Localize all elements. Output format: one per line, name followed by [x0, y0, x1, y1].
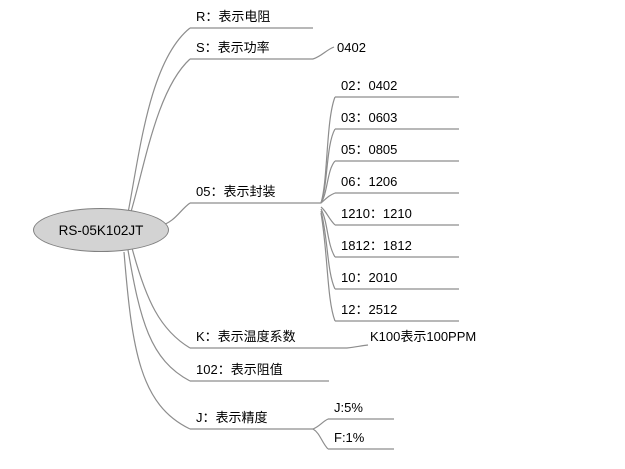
branch-label-power[interactable]: S：表示功率 [196, 40, 270, 55]
root-node-label: RS-05K102JT [58, 222, 144, 238]
child-label-package-06[interactable]: 06：1206 [341, 174, 398, 189]
child-label-package-02[interactable]: 02：0402 [341, 78, 398, 93]
child-label-package-1812[interactable]: 1812：1812 [341, 238, 412, 253]
branch-label-package[interactable]: 05：表示封装 [196, 184, 276, 199]
child-label-package-05[interactable]: 05：0805 [341, 142, 398, 157]
child-label-tolerance-f[interactable]: F:1% [334, 430, 365, 445]
child-label-power-0402[interactable]: 0402 [337, 40, 366, 55]
root-node[interactable]: RS-05K102JT [33, 208, 169, 252]
child-label-package-03[interactable]: 03：0603 [341, 110, 398, 125]
child-label-package-12[interactable]: 12：2512 [341, 302, 398, 317]
branch-label-resistance-value[interactable]: 102：表示阻值 [196, 362, 283, 377]
child-label-package-1210[interactable]: 1210：1210 [341, 206, 412, 221]
branch-label-temp-coefficient[interactable]: K：表示温度系数 [196, 329, 296, 344]
child-label-tolerance-j[interactable]: J:5% [334, 400, 363, 415]
branch-label-tolerance[interactable]: J：表示精度 [196, 410, 268, 425]
child-label-k100-ppm[interactable]: K100表示100PPM [370, 329, 477, 344]
branch-label-resistor[interactable]: R：表示电阻 [196, 9, 271, 24]
child-label-package-10[interactable]: 10：2010 [341, 270, 398, 285]
